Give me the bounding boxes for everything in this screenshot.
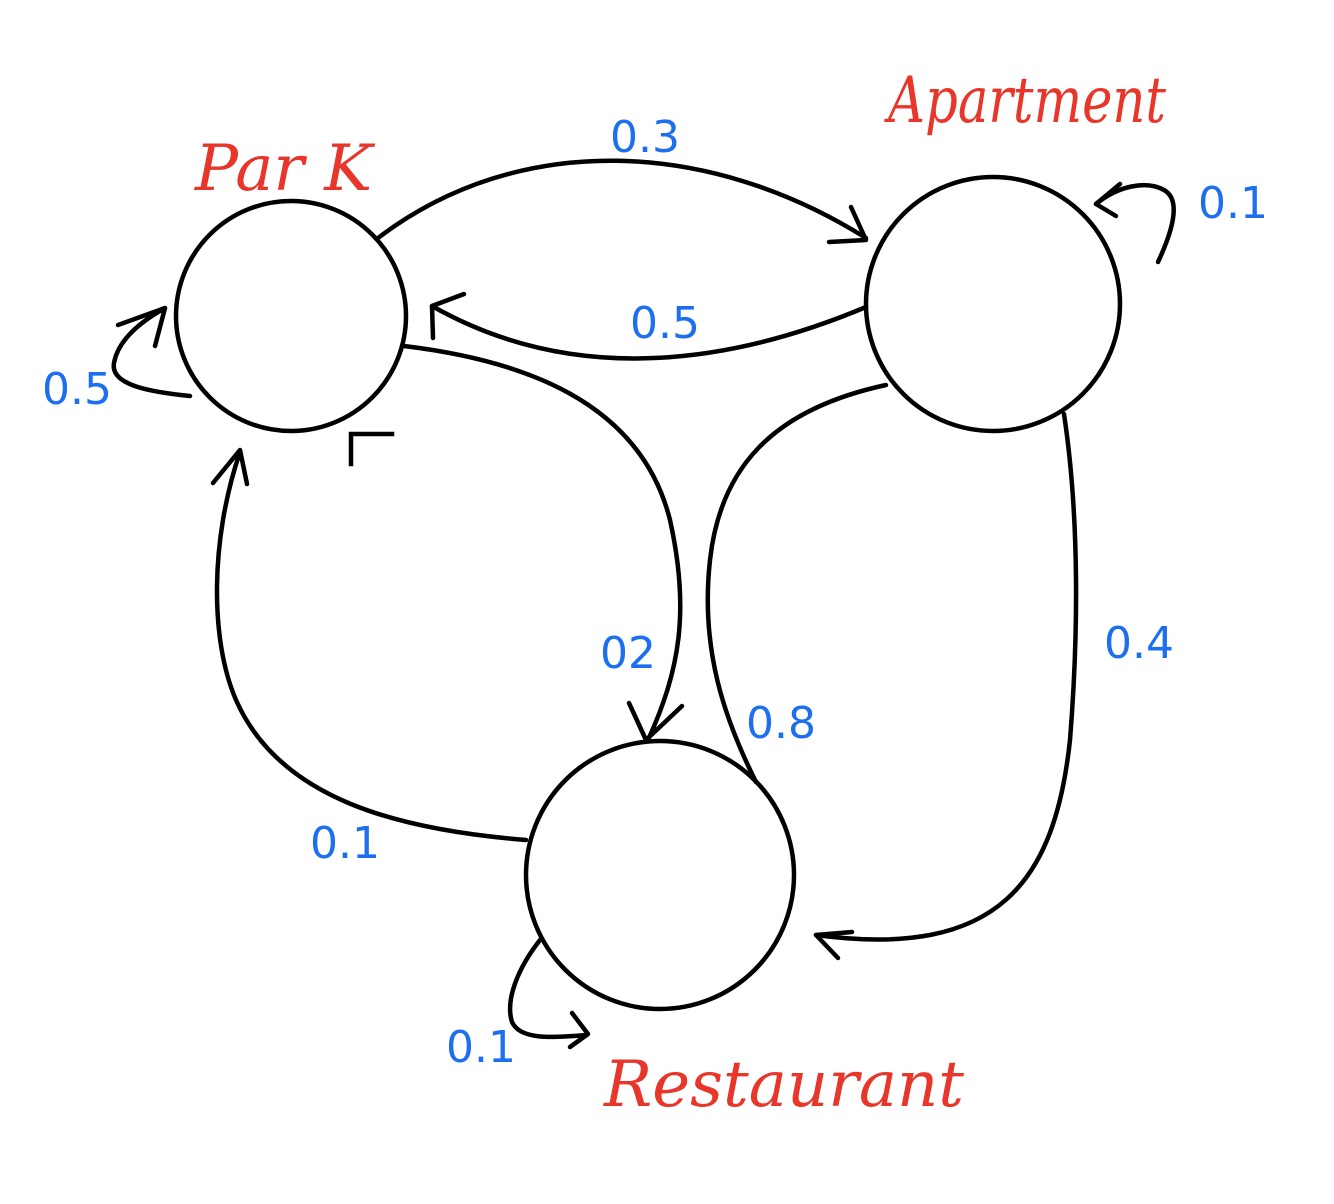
apartment-label: Apartment [884,64,1166,138]
arrowhead-restaurant-to-park [210,447,250,487]
edge-apartment-to-restaurant-outer [813,411,1079,942]
prob-park-to-restaurant: 02 [600,628,656,679]
prob-apartment-self-loop: 0.1 [1198,178,1268,229]
stray-mark [348,431,395,467]
edge-apartment-self-loop [1093,182,1176,265]
arrowhead-park-to-restaurant [626,700,685,743]
restaurant-label: Restaurant [603,1048,964,1122]
prob-park-to-apartment: 0.3 [610,112,680,163]
prob-apartment-to-restaurant-inner: 0.8 [746,698,816,749]
restaurant-node [523,738,797,1012]
arrowhead-apartment-to-restaurant-outer [813,929,855,961]
prob-restaurant-to-park: 0.1 [310,818,380,869]
arrowhead-apartment-self-loop [1093,181,1123,219]
edge-park-self-loop [111,305,193,399]
edge-apartment-to-park [429,303,869,361]
prob-apartment-to-restaurant-outer: 0.4 [1104,618,1174,669]
prob-restaurant-self-loop: 0.1 [446,1022,516,1073]
arrowhead-apartment-to-park [429,291,467,341]
arrowhead-park-self-loop [115,305,168,349]
edge-park-to-restaurant [401,343,683,743]
edge-restaurant-self-loop [507,937,589,1040]
prob-apartment-to-park: 0.5 [630,298,700,349]
edge-restaurant-to-park [214,449,529,843]
apartment-node [863,174,1123,434]
park-label: Par K [194,132,375,206]
arrowhead-restaurant-self-loop [567,1010,591,1050]
arrowhead-park-to-apartment [826,204,869,245]
edge-apartment-to-restaurant-inner [705,382,889,785]
edge-park-to-apartment [375,158,869,241]
prob-park-self-loop: 0.5 [42,364,112,415]
park-node [173,198,409,434]
